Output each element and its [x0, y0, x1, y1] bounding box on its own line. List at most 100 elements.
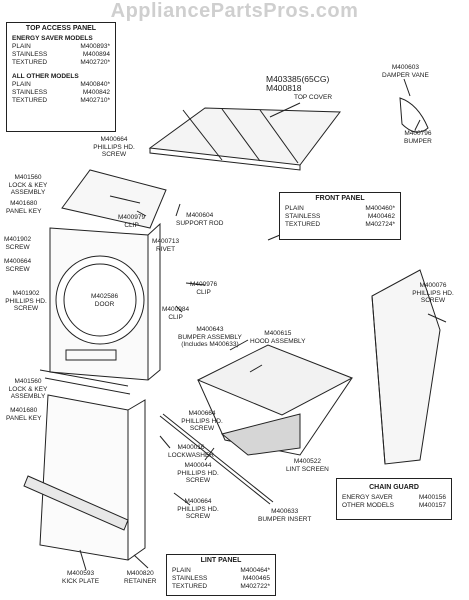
- part-number: M403385(65CG): [266, 74, 330, 84]
- part-number: M400979: [118, 214, 146, 221]
- part-name: LINT SCREEN: [286, 465, 329, 473]
- part-name: CLIP: [124, 221, 139, 229]
- table-row: STAINLESS M400894: [7, 51, 115, 59]
- part-name: PHILLIPS HD. SCREW: [177, 469, 219, 485]
- part-name: PANEL KEY: [6, 207, 42, 215]
- group-name: ALL OTHER MODELS: [12, 73, 79, 80]
- row-part: M400464*: [240, 567, 270, 574]
- door-label: M402586 DOOR: [91, 293, 118, 308]
- part-number: M400664: [184, 498, 212, 505]
- rivet-label: M400713 RIVET: [152, 238, 179, 253]
- front-panel-title: FRONT PANEL: [315, 195, 365, 202]
- support-rod-label: M400604 SUPPORT ROD: [176, 212, 223, 227]
- panel-key-bottom-label: M401680 PANEL KEY: [6, 407, 41, 422]
- row-label: STAINLESS: [12, 51, 48, 58]
- part-name: BUMPER: [404, 137, 432, 145]
- clip-976-label: M400976 CLIP: [190, 281, 217, 296]
- part-name: SUPPORT ROD: [176, 219, 224, 227]
- table-row: TEXTURED M402710*: [7, 97, 115, 105]
- row-part: M402710*: [80, 97, 110, 104]
- top-access-panel-table: TOP ACCESS PANEL ENERGY SAVER MODELS PLA…: [6, 22, 116, 132]
- row-label: PLAIN: [285, 205, 304, 212]
- part-number: M400593: [66, 570, 95, 577]
- row-part: M400156: [418, 494, 446, 501]
- part-name: LOCKWASHER: [168, 451, 214, 459]
- part-name: PHILLIPS HD. SCREW: [93, 143, 135, 159]
- phillips-screw-044-label: M400044 PHILLIPS HD. SCREW: [172, 462, 224, 485]
- bumper-label: M400796 BUMPER: [404, 130, 432, 145]
- hood-assembly-shape: [196, 344, 354, 416]
- part-number: M400976: [190, 281, 218, 288]
- row-label: ENERGY SAVER: [342, 494, 393, 501]
- table-row: OTHER MODELS M400157: [337, 502, 451, 510]
- table-row: STAINLESS M400462: [280, 213, 400, 221]
- row-label: TEXTURED: [12, 59, 48, 66]
- row-part: M400893*: [80, 43, 110, 50]
- lockwasher-label: M400016 LOCKWASHER: [168, 444, 214, 459]
- part-name: PHILLIPS HD. SCREW: [412, 289, 454, 305]
- part-name: DOOR: [94, 300, 115, 308]
- kick-plate-shape: [23, 475, 129, 531]
- chain-guard-title: CHAIN GUARD: [369, 484, 419, 491]
- phillips-screw-1902-label: M401902 PHILLIPS HD. SCREW: [4, 290, 48, 313]
- row-label: TEXTURED: [172, 583, 208, 590]
- bumper-assembly-label: M400643 BUMPER ASSEMBLY (Includes M40063…: [178, 326, 242, 349]
- row-label: STAINLESS: [285, 213, 321, 220]
- top-access-panel-title: TOP ACCESS PANEL: [25, 25, 97, 32]
- row-part: M402720*: [80, 59, 110, 66]
- part-name: SCREW: [5, 243, 30, 251]
- part-name: CLIP: [196, 288, 211, 296]
- row-label: STAINLESS: [12, 89, 48, 96]
- part-number: M400818: [266, 83, 302, 93]
- row-part: M400465: [242, 575, 270, 582]
- row-label: PLAIN: [12, 81, 31, 88]
- part-name: PANEL KEY: [6, 414, 42, 422]
- screw-1902-label: M401902 SCREW: [4, 236, 31, 251]
- part-number: M400633: [271, 508, 299, 515]
- part-number: M400664: [100, 136, 128, 143]
- row-part: M400157: [418, 502, 446, 509]
- part-number: M401902: [12, 290, 40, 297]
- phillips-screw-low-label: M400664 PHILLIPS HD. SCREW: [172, 498, 224, 521]
- row-part: M400840*: [80, 81, 110, 88]
- part-name: LOCK & KEY ASSEMBLY: [8, 181, 48, 197]
- table-row: TEXTURED M402720*: [7, 59, 115, 67]
- part-name: BUMPER INSERT: [258, 515, 312, 523]
- part-number: M400044: [184, 462, 212, 469]
- part-number: M401560: [14, 378, 42, 385]
- retainer-label: M400820 RETAINER: [124, 570, 156, 585]
- part-number: M400796: [404, 130, 432, 137]
- row-part: M402722*: [240, 583, 270, 590]
- kick-plate-label: M400593 KICK PLATE: [62, 570, 99, 585]
- lock-key-top-label: M401560 LOCK & KEY ASSEMBLY: [4, 174, 52, 197]
- part-name: BUMPER ASSEMBLY: [178, 333, 242, 341]
- lint-screen-shape: [220, 413, 301, 456]
- lint-panel-title: LINT PANEL: [200, 557, 242, 564]
- damper-vane-label: M400603 DAMPER VANE: [382, 64, 429, 79]
- part-name: LOCK & KEY ASSEMBLY: [8, 385, 48, 401]
- part-number: M400664: [4, 258, 32, 265]
- row-label: PLAIN: [12, 43, 31, 50]
- door-shape: [55, 255, 145, 345]
- phillips-screw-top-label: M400664 PHILLIPS HD. SCREW: [89, 136, 139, 159]
- lint-screen-label: M400522 LINT SCREEN: [286, 458, 329, 473]
- part-number: M402586: [91, 293, 119, 300]
- clip-984-label: M400984 CLIP: [162, 306, 189, 321]
- row-part: M400462: [367, 213, 395, 220]
- row-label: OTHER MODELS: [342, 502, 395, 509]
- part-number: M400984: [162, 306, 190, 313]
- part-number: M401902: [4, 236, 32, 243]
- damper-vane-shape: [399, 97, 429, 133]
- panel-key-top-label: M401680 PANEL KEY: [6, 200, 41, 215]
- group-name: ENERGY SAVER MODELS: [12, 35, 93, 42]
- row-label: TEXTURED: [12, 97, 48, 104]
- part-name: TOP COVER: [294, 94, 333, 101]
- table-row: TEXTURED M402722*: [167, 583, 275, 591]
- row-part: M400894: [82, 51, 110, 58]
- part-number: M400016: [177, 444, 205, 451]
